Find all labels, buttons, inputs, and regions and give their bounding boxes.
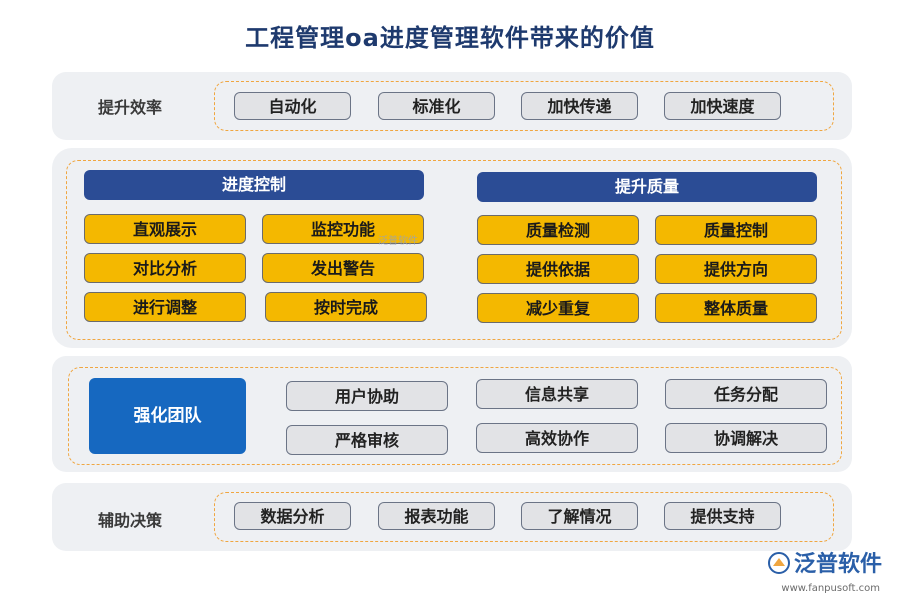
quality-item: 减少重复 bbox=[477, 293, 639, 323]
efficiency-item: 加快速度 bbox=[664, 92, 781, 120]
control-quality-group bbox=[66, 160, 842, 340]
decision-item: 数据分析 bbox=[234, 502, 351, 530]
quality-header: 提升质量 bbox=[477, 172, 817, 202]
brand-url: www.fanpusoft.com bbox=[781, 583, 880, 594]
team-item: 信息共享 bbox=[476, 379, 638, 409]
progress-control-header: 进度控制 bbox=[84, 170, 424, 200]
team-item: 协调解决 bbox=[665, 423, 827, 453]
efficiency-item: 加快传递 bbox=[521, 92, 638, 120]
quality-item: 质量控制 bbox=[655, 215, 817, 245]
progress-control-item: 直观展示 bbox=[84, 214, 246, 244]
team-item: 严格审核 bbox=[286, 425, 448, 455]
team-block: 强化团队 bbox=[89, 378, 246, 454]
decision-label: 辅助决策 bbox=[98, 511, 163, 530]
quality-item: 提供方向 bbox=[655, 254, 817, 284]
brand-logo: 泛普软件 bbox=[767, 546, 882, 578]
efficiency-item: 自动化 bbox=[234, 92, 351, 120]
efficiency-group bbox=[214, 81, 834, 131]
team-item: 任务分配 bbox=[665, 379, 827, 409]
quality-item: 提供依据 bbox=[477, 254, 639, 284]
progress-control-item: 按时完成 bbox=[265, 292, 427, 322]
efficiency-label: 提升效率 bbox=[98, 98, 163, 117]
progress-control-item: 监控功能 bbox=[262, 214, 424, 244]
quality-item: 质量检测 bbox=[477, 215, 639, 245]
progress-control-item: 对比分析 bbox=[84, 253, 246, 283]
team-group bbox=[68, 367, 842, 465]
decision-item: 了解情况 bbox=[521, 502, 638, 530]
decision-item: 报表功能 bbox=[378, 502, 495, 530]
decision-group bbox=[214, 492, 834, 542]
progress-control-item: 发出警告 bbox=[262, 253, 424, 283]
brand-name: 泛普软件 bbox=[793, 552, 882, 577]
team-item: 高效协作 bbox=[476, 423, 638, 453]
brand-logo-icon bbox=[767, 552, 790, 574]
quality-item: 整体质量 bbox=[655, 293, 817, 323]
progress-control-item: 进行调整 bbox=[84, 292, 246, 322]
diagram-title: 工程管理oa进度管理软件带来的价值 bbox=[245, 24, 655, 52]
efficiency-item: 标准化 bbox=[378, 92, 495, 120]
watermark-logo: 泛普软件 bbox=[378, 236, 418, 247]
team-item: 用户协助 bbox=[286, 381, 448, 411]
decision-item: 提供支持 bbox=[664, 502, 781, 530]
